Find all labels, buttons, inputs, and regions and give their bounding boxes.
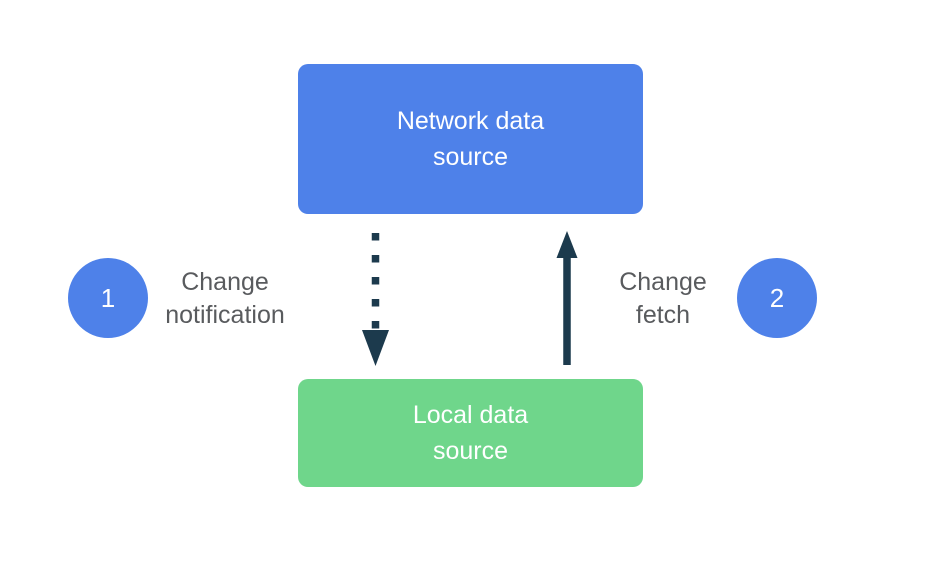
change-fetch-label: Change fetch <box>563 266 763 332</box>
change-notification-label-line1: Change <box>181 268 269 296</box>
local-data-source-box: Local data source <box>298 379 643 487</box>
network-data-source-box: Network data source <box>298 64 643 214</box>
step-2-number: 2 <box>769 282 785 313</box>
change-fetch-label-line2: fetch <box>635 301 691 329</box>
local-box-label-line2: source <box>432 437 509 465</box>
step-1-number: 1 <box>100 282 116 313</box>
change-notification-label-line2: notification <box>165 301 285 329</box>
network-box-label-line1: Network data <box>396 107 545 135</box>
change-notification-label: Change notification <box>125 266 325 332</box>
local-box-label-line1: Local data <box>412 401 529 429</box>
step-1-badge: 1 <box>68 258 148 338</box>
change-fetch-label-line1: Change <box>619 268 707 296</box>
dotted-arrow-down-icon <box>362 233 389 366</box>
network-box-label-line2: source <box>432 143 509 171</box>
step-2-badge: 2 <box>737 258 817 338</box>
